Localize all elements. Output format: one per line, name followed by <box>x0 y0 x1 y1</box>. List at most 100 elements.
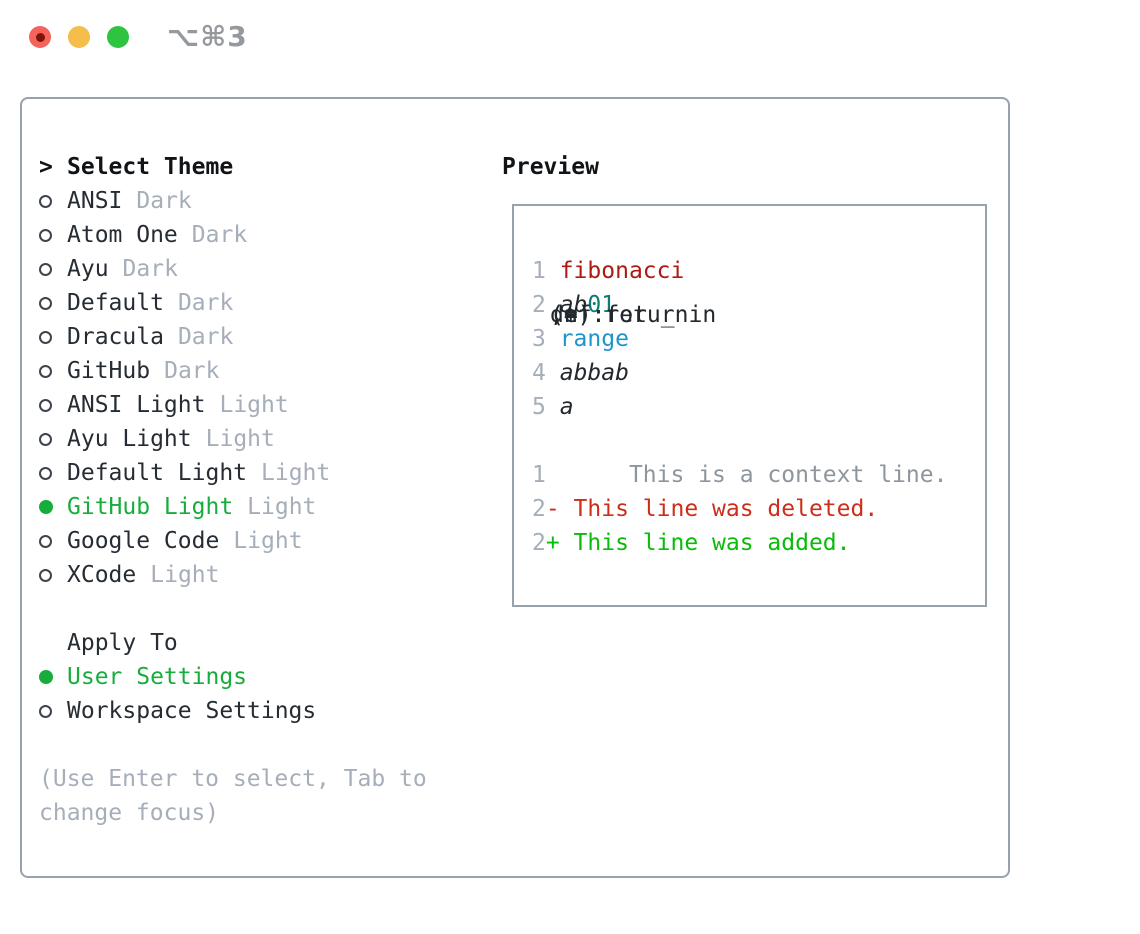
radio-selected-icon <box>39 670 53 684</box>
hint-text: (Use Enter to select, Tab to <box>39 766 427 792</box>
radio-unselected-icon <box>39 534 52 548</box>
code-segment: = <box>550 302 592 328</box>
theme-option[interactable]: Atom One Dark <box>39 218 489 252</box>
code-line: 3 for _ in range(n): <box>532 302 947 356</box>
code-segment: , <box>550 302 578 328</box>
radio-marker <box>39 568 67 582</box>
option-variant: Dark <box>177 290 234 316</box>
code-line: 2 - This line was deleted. <box>532 492 947 526</box>
theme-option[interactable]: GitHub Light Light <box>39 490 489 524</box>
option-label: GitHub Light <box>67 494 234 520</box>
window-titlebar: ⌥⌘3 <box>0 0 1140 74</box>
apply-to-header: Apply To <box>39 626 489 660</box>
radio-unselected-icon <box>39 228 52 242</box>
code-segment: = <box>550 302 592 328</box>
window-title: ⌥⌘3 <box>167 20 248 53</box>
option-label: XCode <box>67 562 137 588</box>
radio-marker <box>39 432 67 446</box>
code-segment: 5 <box>532 394 560 420</box>
code-segment: This is a context line. <box>545 462 948 488</box>
theme-option[interactable]: Dracula Dark <box>39 320 489 354</box>
option-label: Default <box>67 290 164 316</box>
code-line: 1 def fibonacci (n): <box>532 254 947 328</box>
code-segment: , <box>550 302 578 328</box>
radio-marker <box>39 534 67 548</box>
code-segment: (n): <box>550 302 606 328</box>
option-variant: Light <box>247 494 317 520</box>
radio-marker <box>39 398 67 412</box>
code-segment: 1 <box>532 258 560 284</box>
close-button[interactable] <box>29 26 51 48</box>
code-segment: , <box>550 302 578 328</box>
code-segment: 4 <box>532 360 560 386</box>
radio-unselected-icon <box>39 296 52 310</box>
radio-unselected-icon <box>39 432 52 446</box>
code-segment: , <box>550 302 578 328</box>
code-segment: def <box>550 302 606 328</box>
code-line: 2 a, b = 0, 1 <box>532 288 947 328</box>
option-variant: Light <box>261 460 331 486</box>
option-variant: Dark <box>191 222 248 248</box>
theme-option[interactable]: Ayu Light Light <box>39 422 489 456</box>
option-variant: Light <box>205 426 275 452</box>
code-segment: - This line was deleted. <box>545 496 879 522</box>
radio-marker <box>39 500 67 514</box>
apply-option[interactable]: User Settings <box>39 660 489 694</box>
code-segment: 2 <box>532 496 546 522</box>
prompt-caret-icon: > <box>39 154 53 180</box>
select-theme-title: Select Theme <box>67 154 234 180</box>
code-segment: b <box>573 360 588 386</box>
code-segment: 1 <box>601 292 616 318</box>
radio-unselected-icon <box>39 466 52 480</box>
radio-unselected-icon <box>39 194 52 208</box>
radio-marker <box>39 670 67 684</box>
radio-marker <box>39 466 67 480</box>
code-segment: b <box>615 360 629 386</box>
option-label: Ayu Light <box>67 426 192 452</box>
radio-unselected-icon <box>39 262 52 276</box>
code-segment: a <box>559 394 574 420</box>
apply-option[interactable]: Workspace Settings <box>39 694 489 728</box>
option-variant: Light <box>150 562 220 588</box>
option-label: User Settings <box>67 664 248 690</box>
code-segment: 2 <box>532 292 560 318</box>
radio-unselected-icon <box>39 330 52 344</box>
option-variant: Dark <box>136 188 192 214</box>
code-segment: range <box>559 326 629 352</box>
select-theme-header: > Select Theme <box>39 150 489 184</box>
radio-unselected-icon <box>39 364 52 378</box>
code-segment: 1 <box>532 462 546 488</box>
minimize-button[interactable] <box>68 26 90 48</box>
code-segment: 2 <box>532 530 546 556</box>
option-variant: Dark <box>177 324 234 350</box>
option-label: Google Code <box>67 528 220 554</box>
code-segment: a <box>559 360 574 386</box>
code-segment: fibonacci <box>559 258 685 284</box>
code-line: 1 This is a context line. <box>532 458 947 492</box>
section-gap <box>39 728 489 762</box>
radio-marker <box>39 296 67 310</box>
code-segment: 3 <box>532 326 560 352</box>
theme-option[interactable]: XCode Light <box>39 558 489 592</box>
option-label: Dracula <box>67 324 164 350</box>
radio-marker <box>39 194 67 208</box>
theme-option[interactable]: Default Dark <box>39 286 489 320</box>
option-label: Ayu <box>67 256 109 282</box>
radio-unselected-icon <box>39 398 52 412</box>
radio-marker <box>39 262 67 276</box>
maximize-button[interactable] <box>107 26 129 48</box>
option-label: Atom One <box>67 222 178 248</box>
radio-marker <box>39 330 67 344</box>
code-segment: return <box>550 302 703 328</box>
